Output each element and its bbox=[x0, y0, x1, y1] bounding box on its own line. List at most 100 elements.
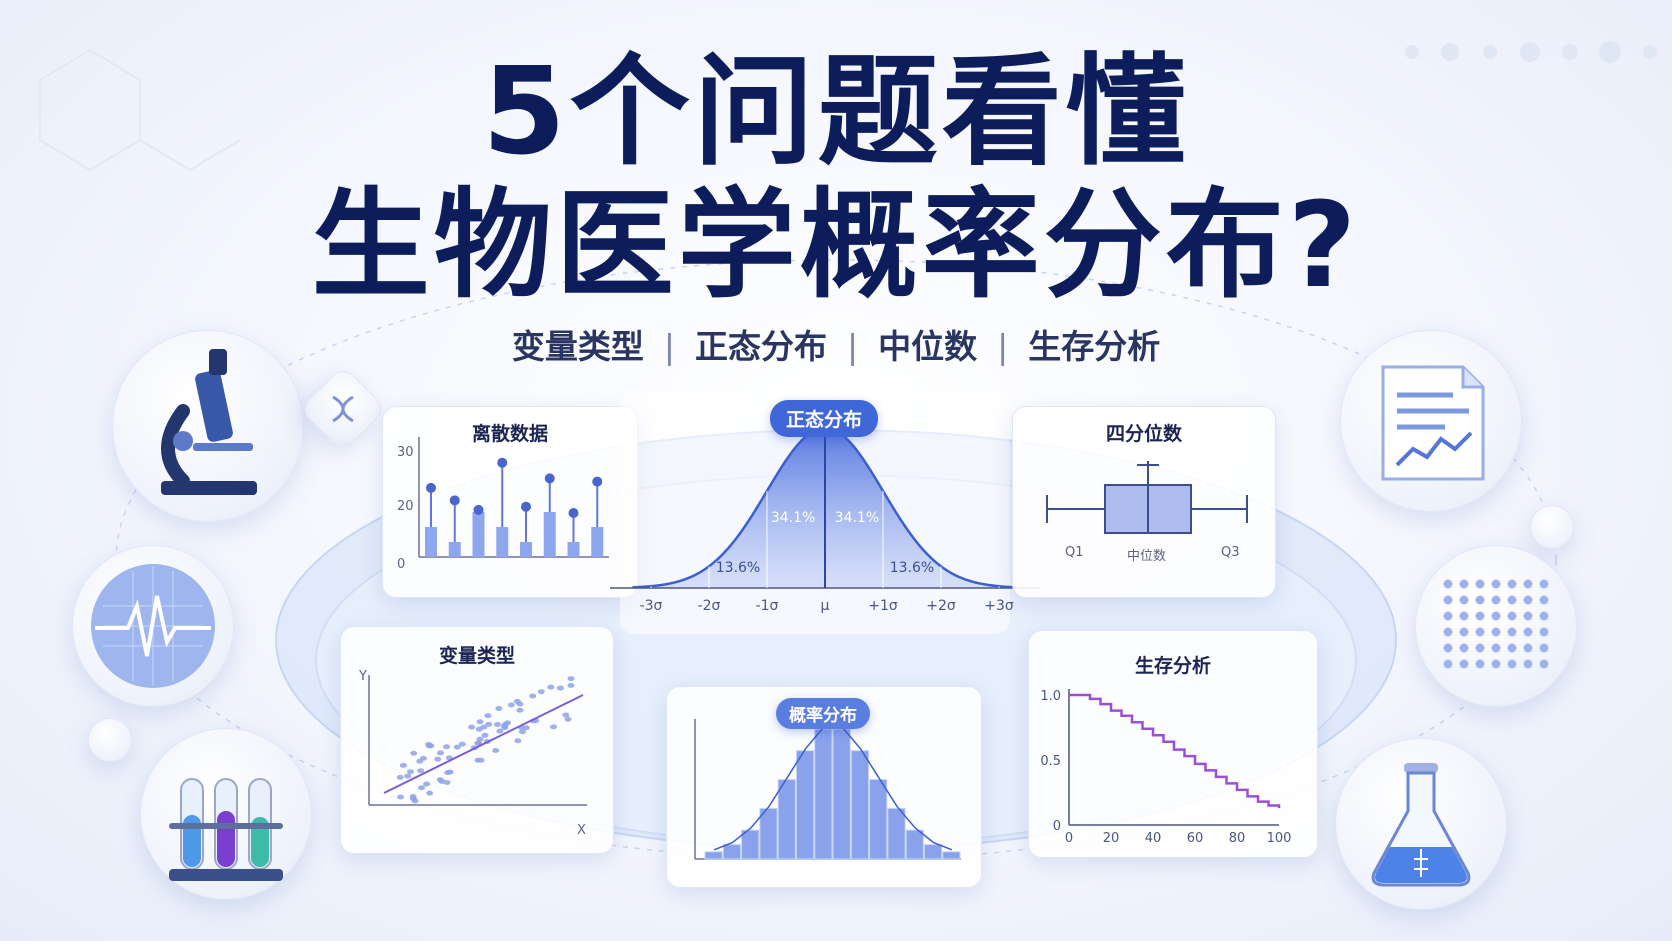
boxplot-chart bbox=[1046, 461, 1248, 534]
scatter-point bbox=[453, 744, 461, 750]
subtitle-topics: 变量类型|正态分布|中位数|生存分析 bbox=[0, 320, 1672, 368]
grid-dot bbox=[1443, 579, 1453, 589]
lollipop-point bbox=[544, 473, 555, 484]
grid-dot bbox=[1491, 627, 1501, 637]
histogram-bar bbox=[814, 728, 833, 860]
discrete-bar bbox=[448, 542, 461, 557]
grid-dot bbox=[1523, 627, 1533, 637]
scatter-point bbox=[417, 768, 425, 774]
heartbeat-icon-circle bbox=[72, 545, 234, 707]
grid-dot bbox=[1523, 643, 1533, 653]
survival-y-tick: 0.5 bbox=[1040, 754, 1061, 769]
discrete-bar bbox=[425, 527, 437, 557]
scatter-point bbox=[443, 779, 451, 785]
histogram-bar bbox=[795, 750, 815, 860]
y-axis-label: Y bbox=[359, 669, 367, 684]
survival-title: 生存分析 bbox=[1134, 655, 1211, 677]
survival-x-tick: 0 bbox=[1065, 831, 1073, 846]
grid-dot bbox=[1443, 611, 1453, 621]
scatter-point bbox=[564, 716, 572, 722]
scatter-point bbox=[493, 722, 501, 728]
grid-dot bbox=[1507, 659, 1517, 669]
test-tubes-icon bbox=[169, 778, 283, 881]
sigma-tick-label: +2σ bbox=[926, 598, 956, 614]
grid-dot bbox=[1443, 595, 1453, 605]
survival-x-tick: 40 bbox=[1145, 831, 1162, 846]
scatter-point bbox=[411, 798, 419, 804]
grid-dot bbox=[1475, 643, 1485, 653]
scatter-point bbox=[418, 785, 426, 791]
scatter-point bbox=[476, 719, 484, 725]
grid-dot bbox=[1523, 595, 1533, 605]
percent-label: 13.6% bbox=[890, 560, 934, 576]
discrete-bar bbox=[472, 512, 485, 557]
percent-label: 34.1% bbox=[771, 510, 815, 526]
scatter-point bbox=[529, 693, 537, 699]
survival-x-tick: 20 bbox=[1103, 831, 1120, 846]
histogram-bar bbox=[722, 844, 742, 860]
scatter-point bbox=[434, 756, 442, 762]
document-chart-icon bbox=[1381, 365, 1485, 481]
scatter-point bbox=[443, 744, 451, 750]
sigma-tick-label: μ bbox=[821, 598, 830, 614]
histogram-bar bbox=[704, 851, 723, 860]
flask-icon bbox=[1371, 763, 1471, 887]
grid-dot bbox=[1507, 595, 1517, 605]
probability-title: 概率分布 bbox=[776, 698, 870, 729]
y-tick: 20 bbox=[397, 499, 414, 514]
grid-dot bbox=[1459, 579, 1469, 589]
test-tubes-icon-circle bbox=[140, 728, 312, 900]
scatter-point bbox=[480, 724, 488, 730]
scatter-point bbox=[562, 712, 570, 718]
survival-y-tick: 0 bbox=[1053, 819, 1061, 834]
scatter-point bbox=[567, 676, 575, 682]
scatter-point bbox=[516, 707, 524, 713]
scatter-point bbox=[550, 724, 558, 730]
lollipop-point bbox=[568, 508, 579, 518]
title-line-1: 5个问题看懂 bbox=[482, 43, 1190, 182]
discrete-bar bbox=[567, 542, 580, 557]
histogram-bar bbox=[741, 829, 760, 860]
q3-label: Q3 bbox=[1221, 545, 1240, 560]
grid-dot bbox=[1491, 611, 1501, 621]
grid-dot bbox=[1459, 659, 1469, 669]
grid-dot bbox=[1475, 595, 1485, 605]
title-line-2: 生物医学概率分布? bbox=[311, 176, 1361, 314]
histogram-bar bbox=[905, 829, 924, 860]
scatter-point bbox=[444, 770, 452, 776]
scatter-point bbox=[547, 684, 555, 690]
grid-dot bbox=[1491, 643, 1501, 653]
grid-dot bbox=[1491, 659, 1501, 669]
histogram-bar bbox=[869, 779, 888, 860]
survival-x-tick: 100 bbox=[1267, 831, 1292, 846]
heartbeat-monitor-icon bbox=[91, 564, 215, 688]
sigma-tick-label: -2σ bbox=[698, 598, 721, 614]
grid-dot bbox=[1475, 659, 1485, 669]
discrete-data-title: 离散数据 bbox=[471, 423, 548, 445]
grid-dot bbox=[1539, 579, 1549, 589]
lollipop-point bbox=[497, 457, 508, 468]
scatter-point bbox=[425, 741, 433, 747]
sigma-tick-label: -3σ bbox=[640, 598, 663, 614]
grid-dot bbox=[1523, 579, 1533, 589]
microscope-icon bbox=[161, 349, 257, 495]
scatter-point bbox=[518, 729, 526, 735]
dot-grid-icon-circle bbox=[1415, 545, 1577, 707]
histogram-bar bbox=[777, 779, 796, 860]
scatter-point bbox=[458, 741, 466, 747]
lollipop-point bbox=[521, 501, 531, 512]
grid-dot bbox=[1523, 611, 1533, 621]
grid-dot bbox=[1539, 595, 1549, 605]
scatter-point bbox=[436, 750, 444, 756]
histogram-bar bbox=[850, 750, 870, 860]
lollipop-point bbox=[426, 482, 436, 493]
sigma-tick-label: +1σ bbox=[868, 598, 898, 614]
grid-dot bbox=[1539, 611, 1549, 621]
scatter-point bbox=[516, 701, 524, 707]
normal-distribution-title: 正态分布 bbox=[770, 400, 879, 437]
discrete-bar bbox=[591, 527, 604, 557]
grid-dot bbox=[1459, 611, 1469, 621]
scatter-point bbox=[507, 702, 515, 708]
